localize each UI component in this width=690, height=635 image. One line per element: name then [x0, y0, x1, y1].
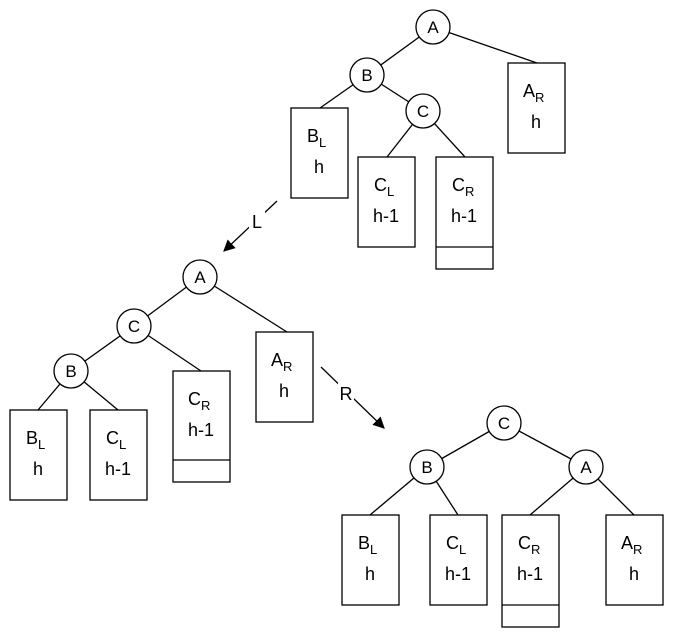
- subtree-ar-letter: A: [621, 533, 633, 553]
- edge-a-ar: [432, 26, 538, 64]
- subtree-cr: [501, 514, 560, 628]
- svg-text:AR: AR: [523, 81, 544, 105]
- node-b-label: B: [421, 458, 432, 477]
- subtree-ar-height: h: [279, 381, 289, 401]
- svg-text:AR: AR: [621, 533, 642, 557]
- subtree-ar-sub: R: [535, 90, 544, 105]
- svg-text:CR: CR: [188, 389, 210, 413]
- node-a: [568, 449, 604, 485]
- tree-3: BL h CL h-1 CR h-1 AR h C B A: [341, 405, 664, 628]
- node-b: [409, 449, 445, 485]
- subtree-cr-letter: C: [518, 533, 531, 553]
- node-c: [486, 405, 522, 441]
- node-c: [116, 308, 152, 344]
- subtree-cl: [89, 409, 148, 501]
- subtree-cr-letter: C: [188, 389, 201, 409]
- subtree-bl: [290, 107, 349, 199]
- subtree-cr-height: h-1: [451, 206, 477, 226]
- svg-text:BL: BL: [307, 126, 326, 150]
- subtree-cl-sub: L: [387, 184, 394, 199]
- subtree-cl-height: h-1: [373, 206, 399, 226]
- node-c-label: C: [128, 317, 140, 336]
- subtree-bl-sub: L: [319, 135, 326, 150]
- subtree-ar: [255, 331, 314, 423]
- rotation-arrow-left: L: [223, 200, 278, 252]
- subtree-bl-sub: L: [38, 437, 45, 452]
- svg-text:CL: CL: [106, 428, 126, 452]
- subtree-bl-sub: L: [370, 542, 377, 557]
- subtree-ar-height: h: [531, 112, 541, 132]
- subtree-bl-letter: B: [307, 126, 319, 146]
- subtree-cr: [172, 370, 231, 483]
- node-b: [53, 353, 89, 389]
- subtree-ar-letter: A: [523, 81, 535, 101]
- subtree-cr-sub: R: [465, 184, 474, 199]
- node-a-label: A: [427, 18, 439, 37]
- subtree-ar: [507, 62, 566, 154]
- node-b: [349, 57, 385, 93]
- subtree-cr-height: h-1: [517, 564, 543, 584]
- subtree-bl-letter: B: [358, 533, 370, 553]
- subtree-cr: [435, 156, 494, 270]
- node-b-label: B: [65, 362, 76, 381]
- node-a: [415, 9, 451, 45]
- rotation-arrow-right: R: [320, 366, 385, 429]
- node-b-label: B: [361, 66, 372, 85]
- svg-text:BL: BL: [358, 533, 377, 557]
- tree-1: BL h CL h-1 CR h-1 AR h A B C: [290, 9, 566, 270]
- svg-text:CR: CR: [518, 533, 540, 557]
- subtree-cr-sub: R: [531, 542, 540, 557]
- subtree-ar: [605, 514, 664, 606]
- subtree-cl-height: h-1: [445, 564, 471, 584]
- subtree-cr-height: h-1: [188, 420, 214, 440]
- subtree-cl: [357, 156, 416, 248]
- node-c-label: C: [498, 414, 510, 433]
- node-a: [182, 259, 218, 295]
- svg-text:BL: BL: [26, 428, 45, 452]
- arrow-right-label: R: [340, 384, 353, 404]
- tree-2: BL h CL h-1 CR h-1 AR h A C B: [9, 259, 314, 501]
- subtree-cl-sub: L: [119, 437, 126, 452]
- node-c: [405, 93, 441, 129]
- subtree-cl-letter: C: [374, 175, 387, 195]
- subtree-cr-letter: C: [452, 175, 465, 195]
- subtree-bl-height: h: [365, 564, 375, 584]
- subtree-bl-height: h: [314, 157, 324, 177]
- subtree-cl-height: h-1: [105, 459, 131, 479]
- subtree-ar-letter: A: [271, 350, 283, 370]
- svg-text:AR: AR: [271, 350, 292, 374]
- subtree-ar-sub: R: [283, 359, 292, 374]
- subtree-bl: [341, 514, 400, 606]
- subtree-ar-height: h: [629, 564, 639, 584]
- subtree-cl-sub: L: [459, 542, 466, 557]
- subtree-cr-sub: R: [201, 398, 210, 413]
- subtree-bl-height: h: [33, 459, 43, 479]
- node-c-label: C: [417, 102, 429, 121]
- node-a-label: A: [580, 458, 592, 477]
- subtree-cl: [429, 514, 488, 606]
- arrow-left-label: L: [252, 212, 262, 232]
- subtree-bl-letter: B: [26, 428, 38, 448]
- subtree-cl-letter: C: [446, 533, 459, 553]
- subtree-cl-letter: C: [106, 428, 119, 448]
- svg-text:CL: CL: [446, 533, 466, 557]
- subtree-bl: [9, 409, 68, 501]
- node-a-label: A: [194, 268, 206, 287]
- svg-text:CL: CL: [374, 175, 394, 199]
- subtree-ar-sub: R: [633, 542, 642, 557]
- svg-text:CR: CR: [452, 175, 474, 199]
